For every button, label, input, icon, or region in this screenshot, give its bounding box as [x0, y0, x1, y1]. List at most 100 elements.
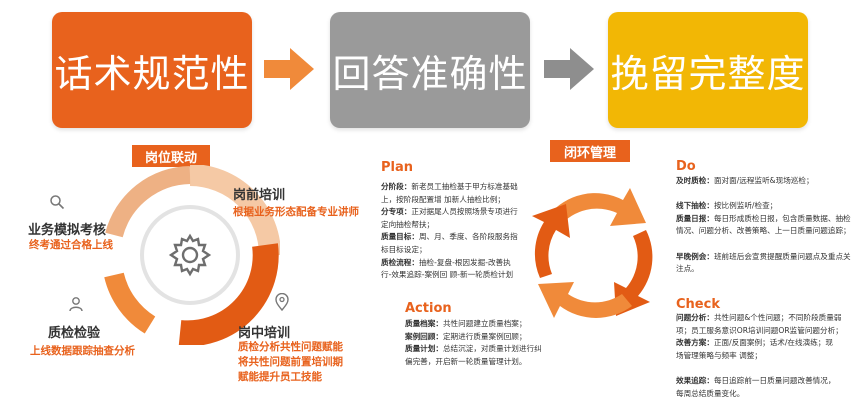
plan-row: 定向抽检帮扶； [381, 219, 531, 232]
action-row-key: 质量计划： [405, 344, 443, 354]
check-text: 问题分析：共性问题&个性问题；不同阶段质量弱项；员工服务意识OR培训问题OR监管… [676, 312, 856, 400]
do-row-value: 注点。 [676, 264, 699, 274]
pdca-cycle-arrows [532, 188, 653, 318]
do-row: 线下抽检：按比例监听/检查； [676, 200, 856, 213]
do-text: 及时质检：面对面/远程监听&现场巡检； 线下抽检：按比例监听/检查；质量日报：每… [676, 175, 856, 276]
action-row-value: 总结沉淀，对质量计划进行纠 [442, 344, 542, 354]
plan-row-key: 分阶段： [381, 182, 412, 191]
tag-closed-loop: 闭环管理 [550, 140, 630, 162]
plan-row-value: 抽检-复盘-根因发掘-改善执 [418, 257, 511, 267]
header-box-retention: 挽留完整度 [608, 12, 808, 128]
action-row: 质量计划：总结沉淀，对质量计划进行纠 [405, 343, 555, 356]
plan-row-value: 定向抽检帮扶； [381, 219, 435, 229]
check-row: 问题分析：共性问题&个性问题；不同阶段质量弱 [676, 312, 856, 325]
do-row-key: 线下抽检： [676, 201, 714, 211]
action-row-value: 定期进行质量案例回顾； [442, 331, 527, 341]
action-row: 质量档案：共性问题建立质量档案； [405, 318, 555, 331]
do-row: 情况、问题分析、改善策略、上一日质量问题追踪； [676, 225, 856, 238]
mid-training-sub: 质检分析共性问题赋能 将共性问题前置培训期 赋能提升员工技能 [238, 340, 343, 385]
action-row-key: 案例回顾： [405, 331, 443, 341]
action-title: Action [405, 301, 452, 316]
search-icon [50, 195, 65, 210]
check-row-value: 每日追踪前一日质量问题改善情况， [713, 375, 836, 385]
check-row-value: 项；员工服务意识OR培训问题OR监管问题分析； [676, 325, 843, 335]
plan-row-value: 上，按阶段配置增 加新人抽检比例； [381, 194, 505, 204]
action-row-key: 质量档案： [405, 319, 443, 328]
mid-training-sub-3: 赋能提升员工技能 [238, 371, 322, 383]
sim-assessment-title: 业务模拟考核 [28, 223, 107, 238]
user-icon [69, 297, 83, 312]
plan-row-value: 周、月、季度、各阶段服务指 [418, 232, 518, 242]
plan-row-key: 质量目标： [381, 232, 419, 242]
check-row: 场管理策略与频率 调整； [676, 350, 856, 363]
check-row-key: 问题分析： [676, 313, 714, 322]
do-row-value: 情况、问题分析、改善策略、上一日质量问题追踪； [676, 226, 851, 236]
location-pin-icon [275, 293, 289, 311]
position-linkage-ring [104, 165, 280, 345]
check-row-value: 正面/反面案例；话术/在线演练；现 [713, 338, 833, 348]
do-row: 及时质检：面对面/远程监听&现场巡检； [676, 175, 856, 188]
mid-training-title: 岗中培训 [238, 326, 291, 341]
check-row [676, 362, 856, 375]
qc-inspection-title: 质检检验 [48, 326, 101, 341]
do-row-value: 面对面/远程监听&现场巡检； [713, 176, 814, 185]
plan-row: 分专项：正对据尾人员按照场景专项进行 [381, 206, 531, 219]
plan-row: 质检流程：抽检-复盘-根因发掘-改善执 [381, 257, 531, 270]
plan-row: 分阶段：新老员工抽检基于甲方标准基础 [381, 181, 531, 194]
plan-row-value: 行-效果追踪-案例回 顾-新一轮质检计划 [381, 270, 514, 280]
header-label-standard: 话术规范性 [54, 51, 250, 96]
do-row [676, 188, 856, 201]
action-row: 案例回顾：定期进行质量案例回顾； [405, 331, 555, 344]
plan-text: 分阶段：新老员工抽检基于甲方标准基础上，按阶段配置增 加新人抽检比例；分专项：正… [381, 181, 531, 282]
check-row-value: 共性问题&个性问题；不同阶段质量弱 [713, 313, 842, 322]
pre-training-sub: 根据业务形态配备专业讲师 [233, 206, 359, 218]
plan-row: 标目标设定； [381, 244, 531, 257]
do-row: 早晚例会：班前班后会宣贯提醒质量问题点及重点关 [676, 251, 856, 264]
action-row: 偏完善，开启新一轮质量管理计划。 [405, 356, 555, 369]
action-row-value: 偏完善，开启新一轮质量管理计划。 [405, 356, 527, 366]
check-row: 项；员工服务意识OR培训问题OR监管问题分析； [676, 325, 856, 338]
action-row-value: 共性问题建立质量档案； [442, 319, 527, 328]
plan-row-value: 正对据尾人员按照场景专项进行 [411, 207, 518, 217]
pre-training-title: 岗前培训 [233, 188, 286, 203]
header-label-retention: 挽留完整度 [610, 51, 806, 96]
header-box-accuracy: 回答准确性 [330, 12, 530, 128]
do-row: 注点。 [676, 263, 856, 276]
header-label-accuracy: 回答准确性 [332, 51, 528, 96]
check-row: 改善方案：正面/反面案例；话术/在线演练；现 [676, 337, 856, 350]
gear-icon [168, 233, 212, 277]
check-row-key: 效果追踪： [676, 375, 714, 385]
check-row-key: 改善方案： [676, 338, 714, 348]
do-row-key: 及时质检： [676, 176, 714, 185]
plan-row-value: 新老员工抽检基于甲方标准基础 [411, 182, 518, 191]
tag-position-linkage-label: 岗位联动 [144, 150, 197, 166]
do-row-value: 每日形成质检日报，包含质量数据、抽检 [713, 213, 851, 223]
arrow-right-icon [264, 48, 314, 90]
check-row-value: 每周总结质量变化。 [676, 388, 745, 398]
plan-row: 上，按阶段配置增 加新人抽检比例； [381, 194, 531, 207]
plan-row-key: 质检流程： [381, 257, 419, 267]
sim-assessment-sub: 终考通过合格上线 [29, 239, 113, 251]
do-row [676, 238, 856, 251]
do-row-value: 按比例监听/检查； [713, 201, 778, 211]
tag-closed-loop-label: 闭环管理 [563, 145, 616, 161]
mid-training-sub-2: 将共性问题前置培训期 [238, 356, 343, 368]
do-row-key: 早晚例会： [676, 251, 714, 261]
plan-row-key: 分专项： [381, 207, 412, 217]
check-row: 效果追踪：每日追踪前一日质量问题改善情况， [676, 375, 856, 388]
plan-title: Plan [381, 160, 414, 175]
header-box-standard: 话术规范性 [52, 12, 252, 128]
plan-row: 质量目标：周、月、季度、各阶段服务指 [381, 231, 531, 244]
do-title: Do [676, 159, 696, 174]
tag-position-linkage: 岗位联动 [132, 145, 210, 167]
check-row-value: 场管理策略与频率 调整； [676, 350, 762, 360]
arrow-right-icon [544, 48, 594, 90]
plan-row: 行-效果追踪-案例回 顾-新一轮质检计划 [381, 269, 531, 282]
action-text: 质量档案：共性问题建立质量档案；案例回顾：定期进行质量案例回顾；质量计划：总结沉… [405, 318, 555, 368]
do-row: 质量日报：每日形成质检日报，包含质量数据、抽检 [676, 213, 856, 226]
mid-training-sub-1: 质检分析共性问题赋能 [238, 341, 343, 353]
check-title: Check [676, 297, 720, 312]
do-row-value: 班前班后会宣贯提醒质量问题点及重点关 [713, 251, 851, 261]
qc-inspection-sub: 上线数据跟踪抽查分析 [30, 345, 135, 357]
plan-row-value: 标目标设定； [381, 244, 427, 254]
